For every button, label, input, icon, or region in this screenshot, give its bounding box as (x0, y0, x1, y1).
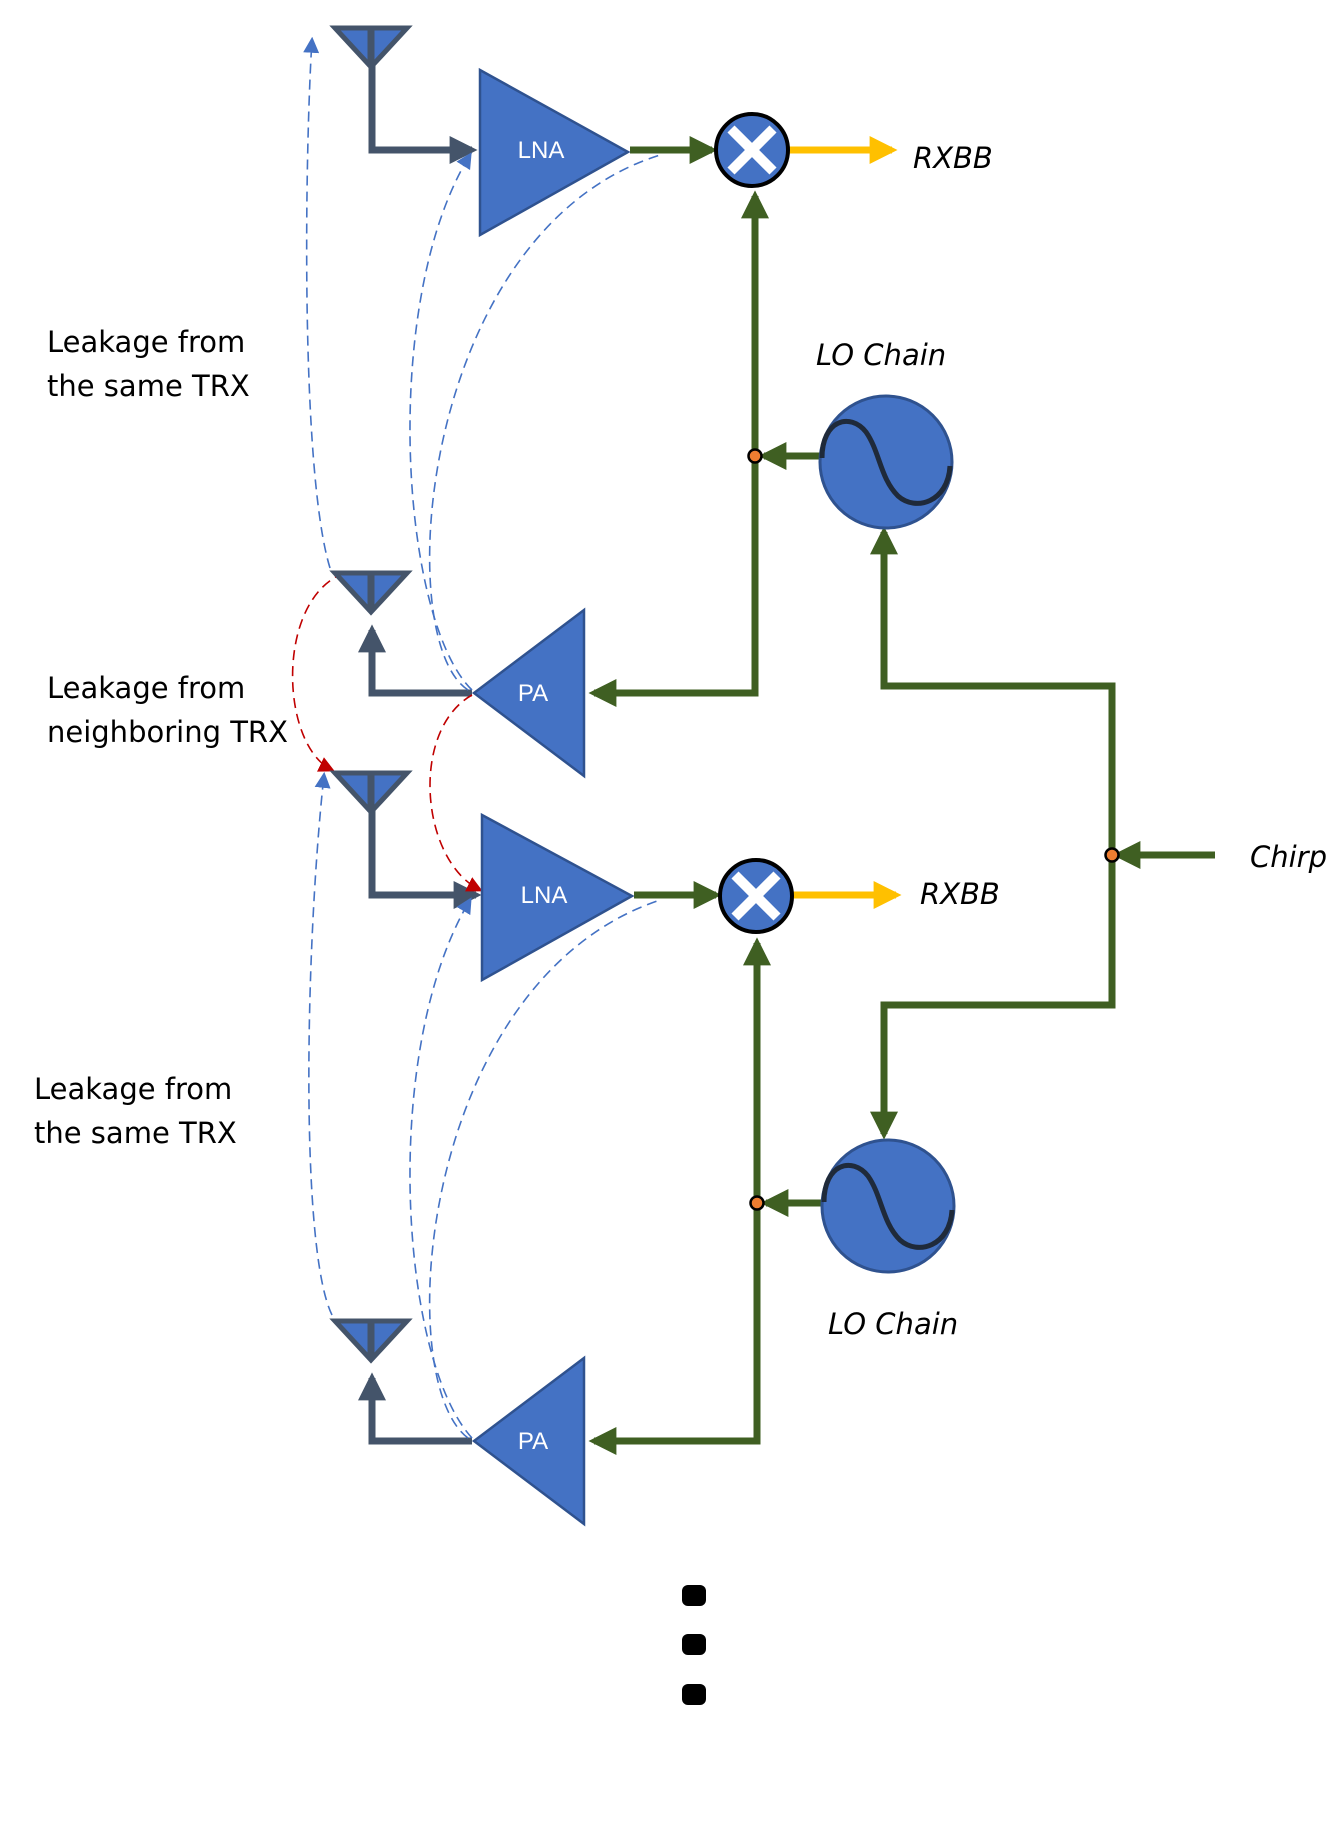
oscillator-icon (818, 394, 954, 530)
lna-bottom-label: LNA (521, 882, 568, 909)
pa-top-label: PA (518, 680, 548, 707)
pa-top-to-ant2-arrow (358, 624, 472, 697)
note-same-trx-bottom-line2: the same TRX (34, 1116, 237, 1150)
mixer-icon (718, 858, 794, 934)
leakage-neighbor-trx (291, 572, 483, 892)
amplifier-icon (471, 607, 586, 779)
leak-pa-bottom-to-lna-out (428, 899, 661, 1439)
rxbb-bottom-label: RXBB (920, 877, 1000, 911)
ant3-to-lna-bottom-arrow (368, 800, 482, 909)
note-neighbor-trx-line1: Leakage from (47, 671, 245, 705)
antenna-icon (329, 770, 413, 816)
amplifier-icon (480, 812, 635, 983)
leak-pa-to-lna-in-arrow (409, 152, 473, 691)
leak-pa-to-ant1-arrow (303, 36, 331, 569)
oscillator-icon (820, 1138, 956, 1274)
chirp-label: Chirp (1250, 840, 1327, 874)
lo-bottom-to-pa-arrow (588, 1203, 761, 1455)
leak-ant2-to-ant3-arrow (291, 572, 345, 772)
lo-top-to-pa-arrow (588, 456, 759, 707)
amplifier-icon (471, 1355, 586, 1527)
leakage-same-trx-bottom (308, 771, 661, 1439)
note-same-trx-bottom-line1: Leakage from (34, 1072, 232, 1106)
note-same-trx-top-line1: Leakage from (47, 325, 245, 359)
lna-bottom: LNA (480, 812, 635, 983)
leak-pa-top-to-lna-bottom-arrow (429, 694, 483, 892)
lo-distribution (588, 136, 1215, 1455)
rxbb-top-label: RXBB (913, 141, 993, 175)
lo-feed-bottom-arrow (870, 855, 1116, 1140)
antenna-feeds (358, 55, 482, 1445)
lna-top: LNA (478, 67, 631, 238)
rx-outputs (788, 136, 902, 909)
note-same-trx-top-line2: the same TRX (47, 369, 250, 403)
pa-bottom: PA (471, 1355, 586, 1527)
lo-feed-top-arrow (870, 526, 1116, 855)
leak-pa-bottom-to-lna-in-arrow (409, 897, 473, 1439)
leakage-same-trx-top (303, 36, 661, 691)
pa-top: PA (471, 607, 586, 779)
ellipsis-dots (682, 1585, 706, 1705)
lna-top-label: LNA (518, 137, 565, 164)
junction-dot (749, 1195, 765, 1211)
lo-chain-bottom-label: LO Chain (828, 1307, 958, 1341)
leak-pa-to-lna-out (428, 154, 661, 691)
junction-dot (1104, 847, 1120, 863)
amplifier-icon (478, 67, 631, 238)
antenna-icon (329, 1318, 413, 1364)
antenna-icon (329, 25, 413, 71)
ant1-to-lna-top-arrow (368, 55, 478, 164)
junction-dot (747, 448, 763, 464)
pa-bottom-label: PA (518, 1428, 548, 1455)
note-neighbor-trx-line2: neighboring TRX (47, 715, 288, 749)
antenna-icon (329, 570, 413, 616)
mixer-icon (714, 112, 790, 188)
lo-chain-top-label: LO Chain (816, 338, 946, 372)
pa-bottom-to-ant4-arrow (358, 1372, 472, 1445)
leak-pa-bottom-to-ant3-arrow (308, 771, 333, 1316)
